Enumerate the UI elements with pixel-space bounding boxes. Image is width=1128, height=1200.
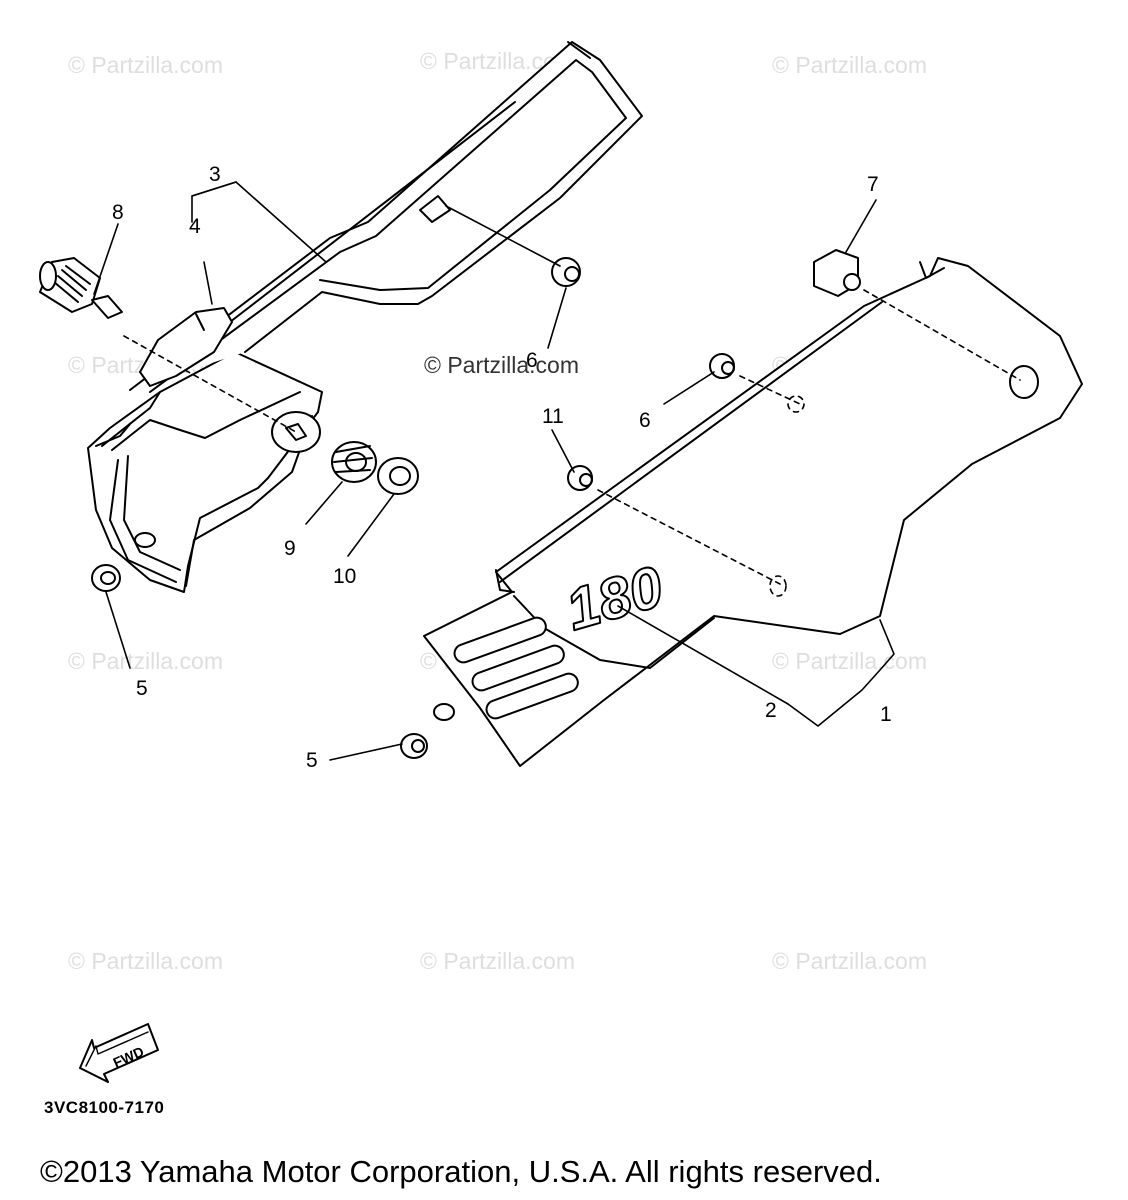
callout-3: 3 — [209, 163, 221, 186]
right-side-cover — [423, 257, 1083, 767]
callout-8: 8 — [112, 201, 124, 224]
copyright-notice: ©2013 Yamaha Motor Corporation, U.S.A. A… — [40, 1154, 882, 1189]
grommet-part-6-right — [709, 353, 735, 379]
callout-9: 9 — [284, 537, 296, 560]
washer-part-10 — [377, 457, 419, 495]
callout-6-right: 6 — [639, 409, 651, 432]
callout-4: 4 — [189, 215, 201, 238]
watermark: © Partzilla.com — [772, 648, 927, 674]
grommet-part-6-top — [551, 257, 581, 287]
watermark: © Partzilla.com — [772, 948, 927, 974]
damper-part-4 — [139, 307, 233, 387]
watermark: © Partzilla.com — [68, 52, 223, 78]
callout-6-top: 6 — [526, 349, 538, 372]
screw-knob-part-8 — [39, 257, 123, 319]
assembly-lines — [123, 289, 1021, 597]
watermark: © Partzilla.com — [68, 648, 223, 674]
watermark: © Partzilla.com — [68, 948, 223, 974]
leader-lines — [93, 181, 895, 761]
grommet-part-11 — [567, 465, 593, 491]
callout-2: 2 — [765, 699, 777, 722]
damper-part-7 — [813, 249, 861, 297]
callout-5-left: 5 — [136, 677, 148, 700]
watermark: © Partzilla.com — [420, 948, 575, 974]
callout-7: 7 — [867, 173, 879, 196]
fwd-arrow-icon: FWD — [79, 1023, 159, 1083]
callout-11: 11 — [542, 405, 564, 428]
part-number: 3VC8100-7170 — [44, 1098, 165, 1117]
nut-part-9 — [331, 441, 377, 483]
left-side-cover — [87, 41, 643, 593]
grommet-part-5-left — [91, 564, 121, 592]
callout-10: 10 — [333, 565, 357, 588]
watermark: © Partzilla.com — [772, 52, 927, 78]
callout-1: 1 — [880, 703, 892, 726]
callout-5-right: 5 — [306, 749, 318, 772]
watermark-center: © Partzilla.com — [424, 352, 579, 378]
grommet-part-5-right — [400, 733, 428, 759]
